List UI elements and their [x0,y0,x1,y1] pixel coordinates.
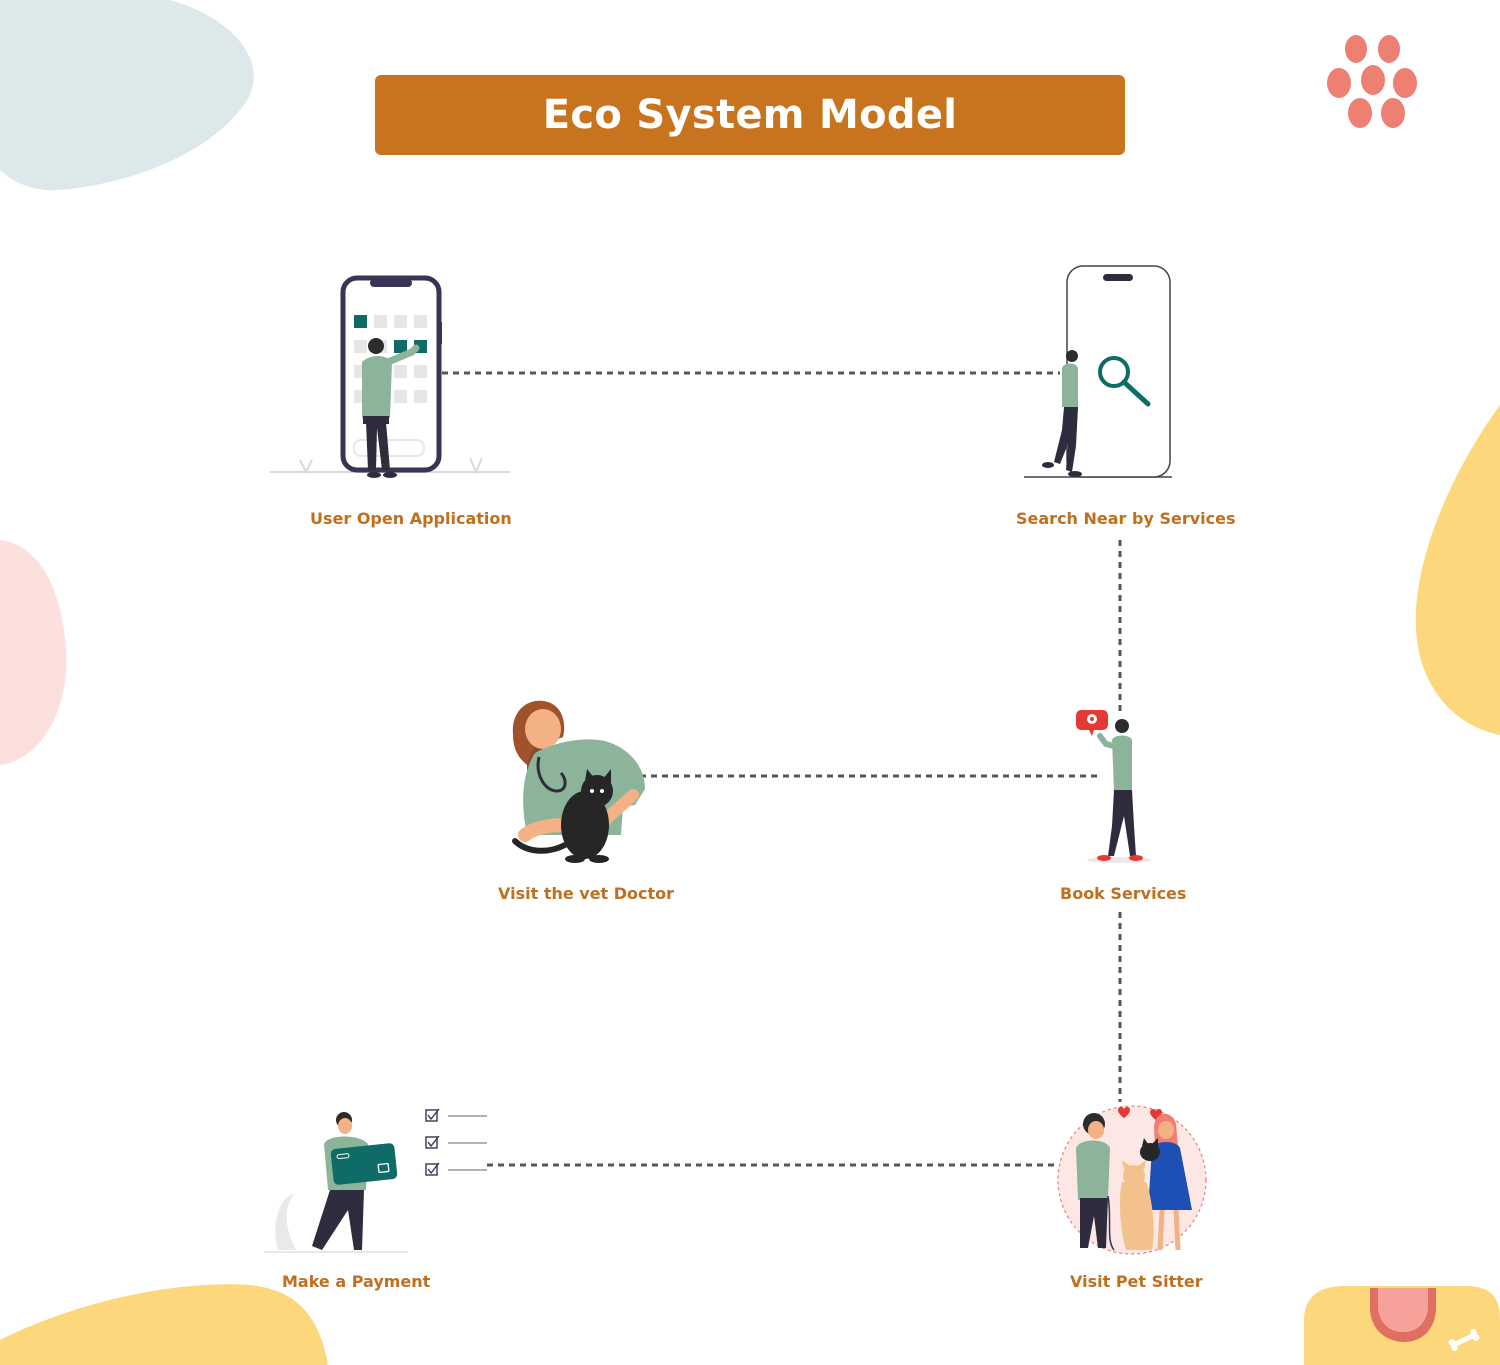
checklist-icon [425,1108,487,1176]
phone-calendar-icon [270,275,510,478]
step-label-open-app: User Open Application [310,509,512,528]
pet-sitter-icon [1057,1105,1207,1255]
step-label-vet: Visit the vet Doctor [498,884,675,903]
title-banner: Eco System Model [375,75,1125,155]
paw-print-icon [1327,35,1417,128]
step-label-sitter: Visit Pet Sitter [1070,1272,1203,1291]
search-phone-icon [1024,265,1172,478]
connector-lines [442,371,1122,1167]
credit-card-icon [330,1143,398,1185]
vet-with-cat-icon [512,700,645,863]
location-pin-person-icon [1076,710,1151,863]
yellow-blob-bottom [0,1284,328,1365]
step-label-payment: Make a Payment [282,1272,431,1291]
credit-card-payment-icon [264,1108,487,1253]
step-label-book: Book Services [1060,884,1187,903]
blue-blob [0,0,254,191]
pet-bed-bone-icon [1304,1286,1500,1365]
pink-blob [0,540,67,765]
yellow-blob-right [1415,405,1500,735]
page-title: Eco System Model [542,92,958,138]
step-label-search: Search Near by Services [1016,509,1236,528]
